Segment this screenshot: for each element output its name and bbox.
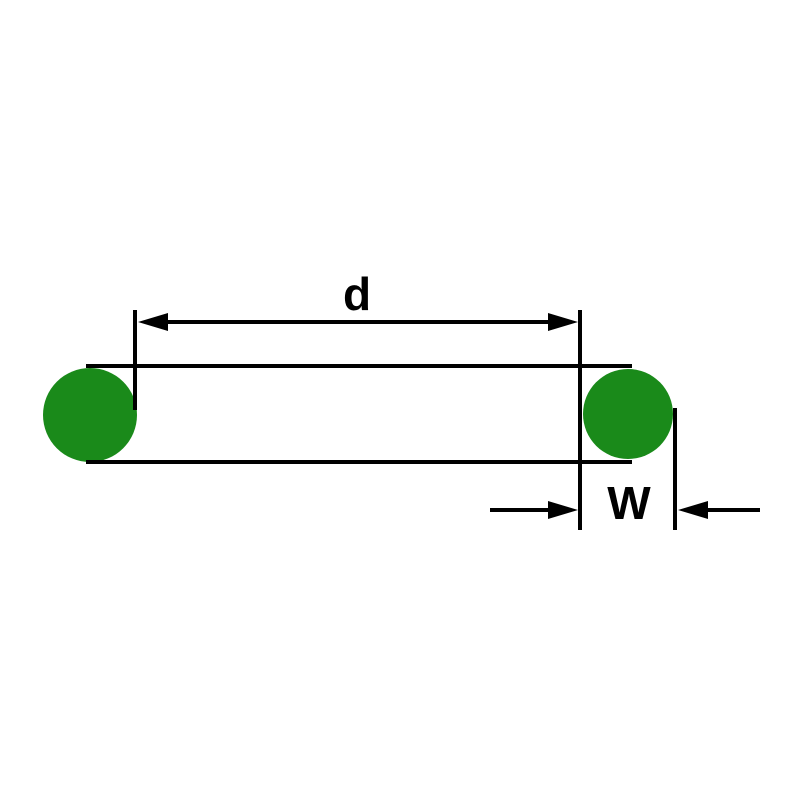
- cross-section-width-label: W: [607, 477, 651, 529]
- w-arrowhead-left-icon: [548, 501, 578, 519]
- left-cross-section-circle: [43, 368, 137, 462]
- w-arrowhead-right-icon: [678, 501, 708, 519]
- d-arrowhead-right-icon: [548, 313, 578, 331]
- inner-diameter-label: d: [343, 268, 371, 320]
- d-arrowhead-left-icon: [138, 313, 168, 331]
- right-cross-section-circle: [583, 369, 673, 459]
